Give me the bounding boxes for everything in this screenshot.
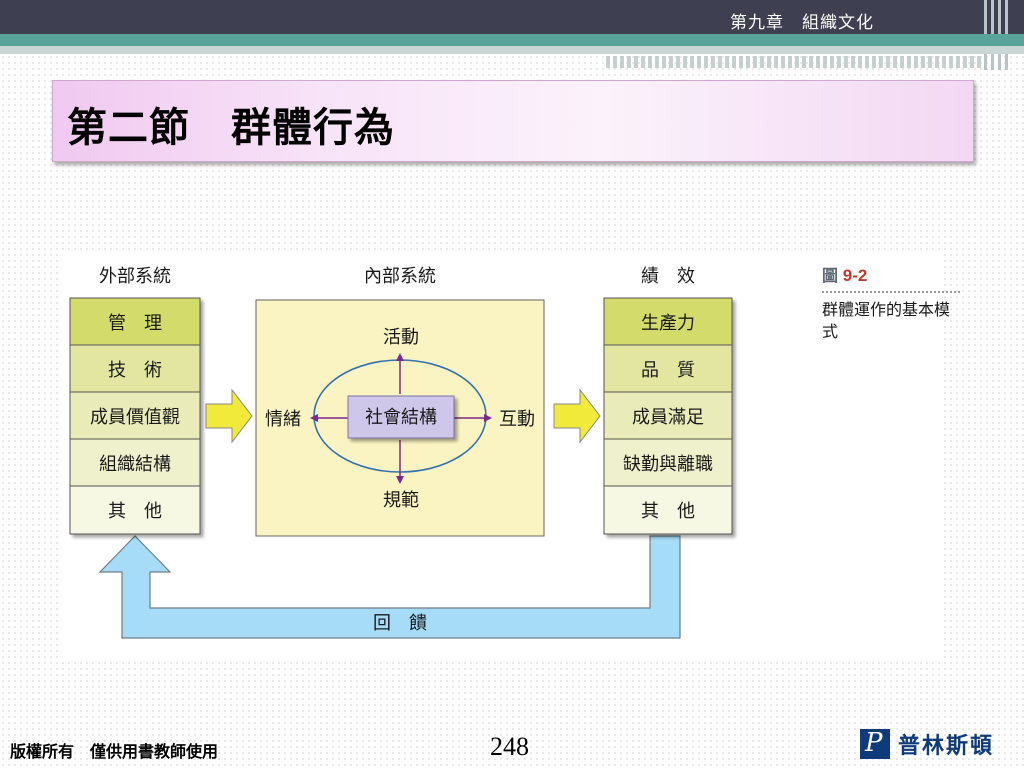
- external-item-structure: 組織結構: [99, 454, 171, 475]
- social-structure-box: [347, 395, 455, 439]
- norms-label: 規範: [383, 490, 419, 511]
- external-heading: 外部系統: [99, 266, 171, 287]
- performance-item-productivity: 生產力: [641, 313, 695, 334]
- grey-strip: [0, 46, 1024, 54]
- output-arrow: [553, 388, 601, 444]
- performance-item-absence: 缺勤與離職: [623, 454, 713, 475]
- logo-letter: P: [865, 728, 883, 758]
- feedback-label: 回 饋: [373, 613, 427, 634]
- external-item-management: 管 理: [108, 313, 162, 334]
- page-number: 248: [490, 732, 529, 761]
- figure-label: 圖 9-2 群體運作的基本模式: [822, 262, 962, 343]
- publisher: P 普林斯頓: [860, 728, 994, 760]
- figure-number: 圖 9-2: [822, 262, 962, 286]
- performance-heading: 績 效: [641, 266, 695, 287]
- dash-decor: [606, 56, 986, 68]
- input-arrow: [205, 388, 253, 444]
- figure-caption: 群體運作的基本模式: [822, 300, 951, 341]
- teal-band: [0, 34, 1024, 46]
- external-item-technology: 技 術: [108, 360, 162, 381]
- figure-prefix: 圖: [822, 268, 839, 285]
- performance-item-other: 其 他: [641, 501, 695, 522]
- external-item-other: 其 他: [108, 501, 162, 522]
- copyright-notice: 版權所有 僅供用書教師使用: [10, 742, 219, 761]
- publisher-name: 普林斯頓: [898, 733, 995, 759]
- interaction-label: 互動: [499, 409, 535, 430]
- top-bar: 第九章 組織文化: [0, 0, 1024, 70]
- external-item-values: 成員價值觀: [90, 407, 180, 428]
- performance-item-satisfaction: 成員滿足: [632, 407, 704, 428]
- activity-label: 活動: [383, 327, 419, 348]
- internal-heading: 內部系統: [364, 266, 436, 287]
- chapter-label: 第九章 組織文化: [730, 13, 874, 33]
- feedback-arrow: [98, 535, 681, 639]
- figure-divider: [822, 291, 960, 293]
- performance-system: [603, 297, 733, 535]
- performance-item-quality: 品 質: [641, 360, 695, 381]
- figure-number-value: 9-2: [842, 266, 868, 285]
- external-system: [69, 297, 201, 535]
- title-box: 第二節 群體行為: [52, 80, 974, 162]
- sentiment-label: 情緒: [265, 409, 301, 430]
- social-structure-label: 社會結構: [365, 407, 437, 428]
- publisher-logo-icon: P: [860, 728, 890, 759]
- slide-title: 第二節 群體行為: [67, 104, 395, 151]
